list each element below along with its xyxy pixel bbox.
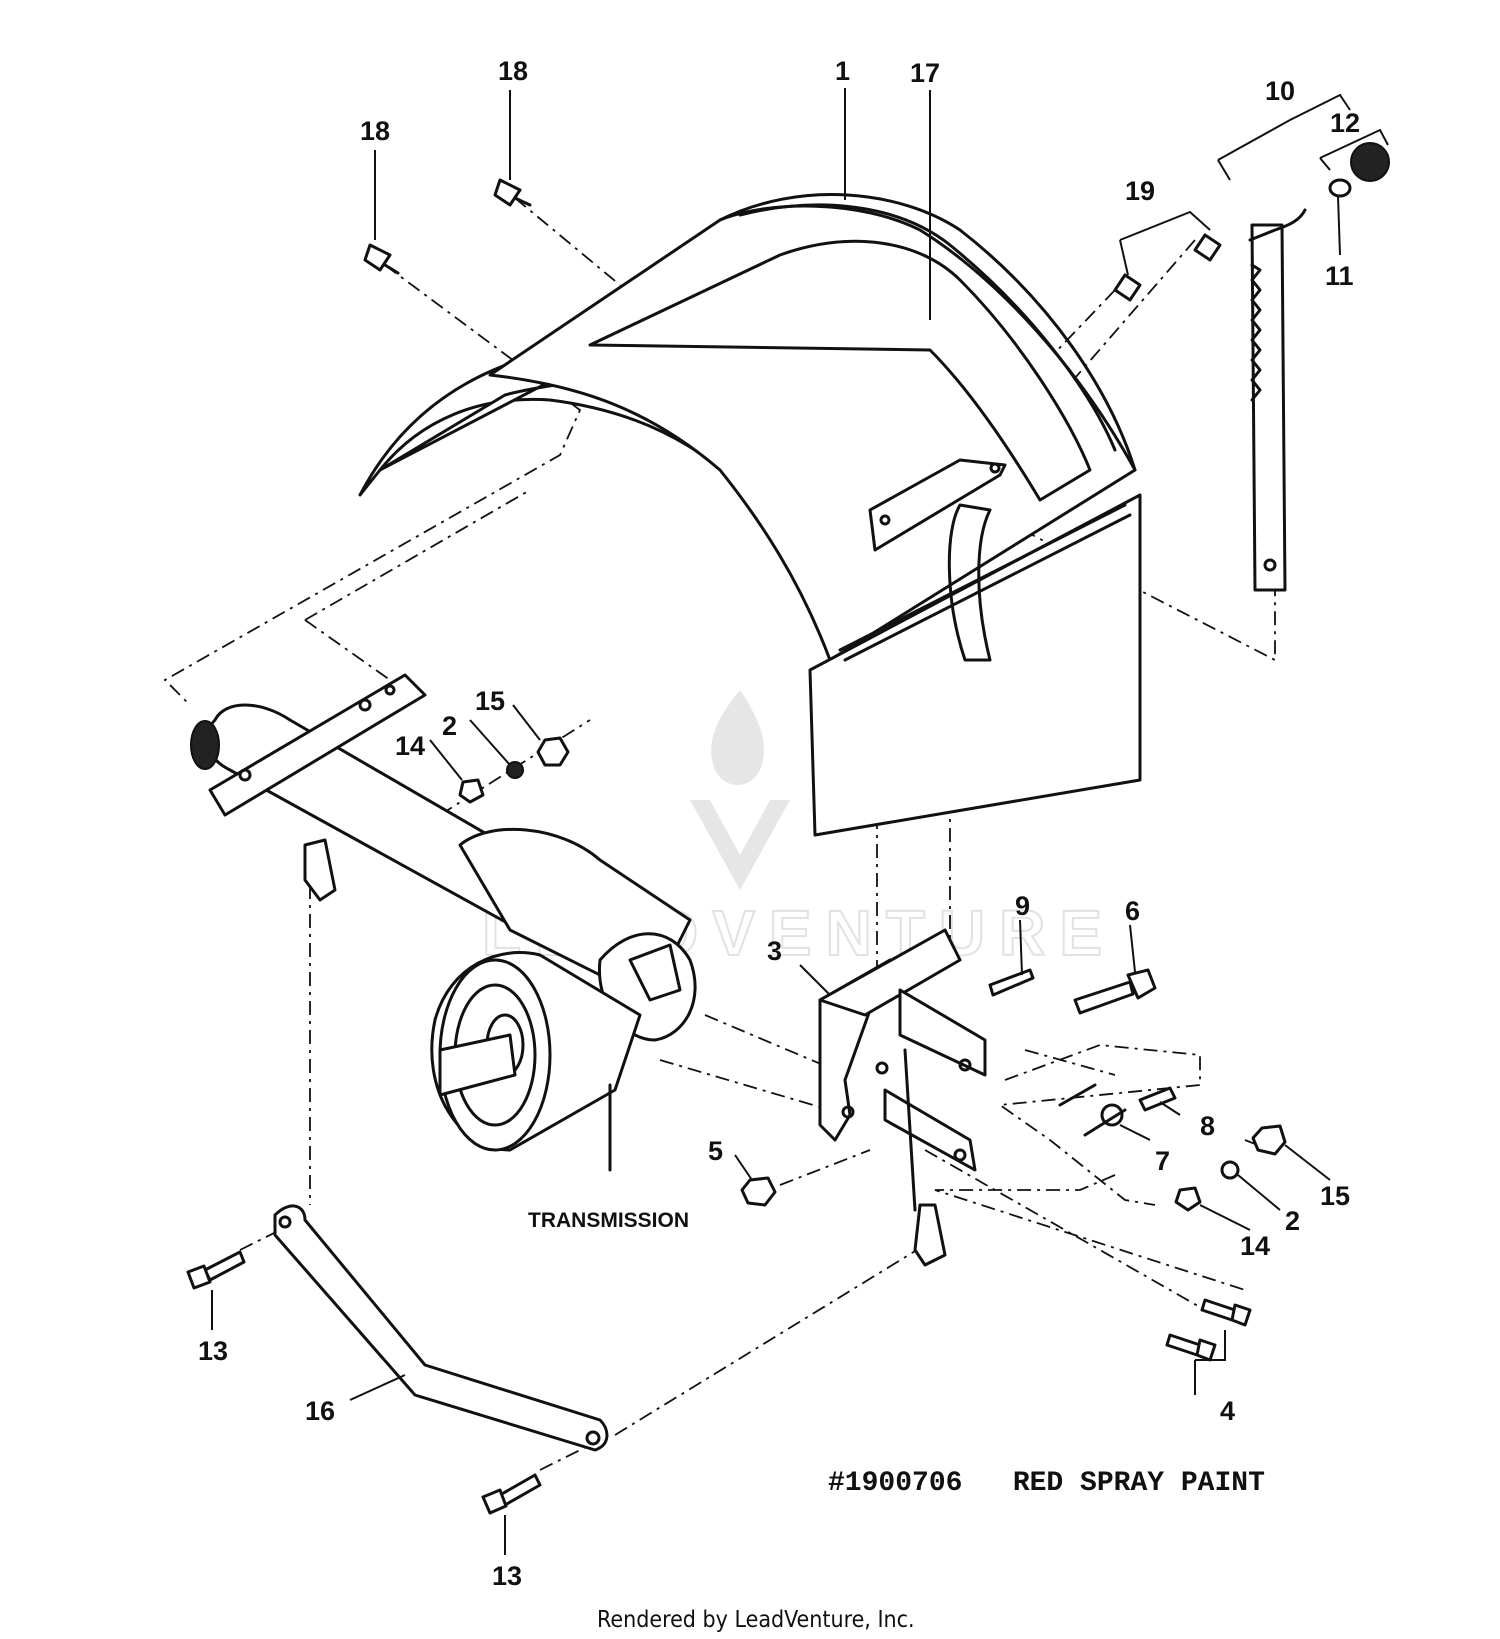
callout-9: 9	[1015, 891, 1030, 921]
callout-10: 10	[1265, 76, 1295, 106]
callout-2-left: 2	[442, 711, 457, 741]
nut-14a	[458, 778, 485, 804]
callout-18-left: 18	[360, 116, 390, 146]
transmission-label: TRANSMISSION	[528, 1209, 689, 1232]
washer-2a	[506, 761, 524, 779]
callout-4: 4	[1220, 1396, 1235, 1426]
hardware	[186, 178, 1287, 1515]
callout-17: 17	[910, 58, 940, 88]
callout-1: 1	[835, 56, 850, 86]
bolt-18-left	[363, 243, 400, 275]
footer-credit: Rendered by LeadVenture, Inc.	[597, 1607, 915, 1633]
mounting-bracket	[818, 928, 987, 1267]
pin-9	[988, 968, 1035, 997]
bolt-13-top	[186, 1250, 246, 1290]
depth-bar	[1248, 142, 1390, 592]
bolt-18-top	[493, 178, 532, 207]
callout-5: 5	[708, 1136, 723, 1166]
callout-16: 16	[305, 1396, 335, 1426]
nut-5	[740, 1176, 777, 1207]
transmission-assembly	[190, 673, 697, 1172]
bolt-4-a	[1200, 1298, 1252, 1327]
pin-8	[1138, 1086, 1177, 1112]
bolt-6	[1073, 968, 1157, 1015]
bolt-19-b	[1193, 233, 1222, 262]
callout-13-top: 13	[198, 1336, 228, 1366]
callout-2-right: 2	[1285, 1206, 1300, 1236]
bolt-13-bottom	[481, 1473, 542, 1515]
callout-14-left: 14	[395, 731, 425, 761]
nut-14b	[1174, 1186, 1202, 1212]
callout-13-bottom: 13	[492, 1561, 522, 1591]
callout-18-top: 18	[498, 56, 528, 86]
callout-12: 12	[1330, 108, 1360, 138]
callout-7: 7	[1155, 1146, 1170, 1176]
paint-note: #1900706 RED SPRAY PAINT	[828, 1468, 1265, 1499]
callout-19: 19	[1125, 176, 1155, 206]
drawbar	[273, 1204, 609, 1452]
nut-15b	[1251, 1124, 1287, 1156]
callout-8: 8	[1200, 1111, 1215, 1141]
callout-15-right: 15	[1320, 1181, 1350, 1211]
callout-14-right: 14	[1240, 1231, 1270, 1261]
bolt-19-a	[1113, 273, 1142, 302]
callout-15-left: 15	[475, 686, 505, 716]
callout-6: 6	[1125, 896, 1140, 926]
leader-lines	[211, 88, 1389, 1555]
washer-2b	[1220, 1160, 1240, 1180]
callout-11: 11	[1325, 261, 1354, 291]
spring-7	[1058, 1083, 1127, 1137]
nut-15a	[536, 736, 570, 767]
callout-3: 3	[767, 936, 782, 966]
bolt-4-b	[1165, 1333, 1217, 1362]
callout-numbers: 1 17 18 18 19 10 12 11 15 2 14 9 6 3 8 7…	[198, 56, 1360, 1591]
tine-shield	[358, 193, 1142, 837]
